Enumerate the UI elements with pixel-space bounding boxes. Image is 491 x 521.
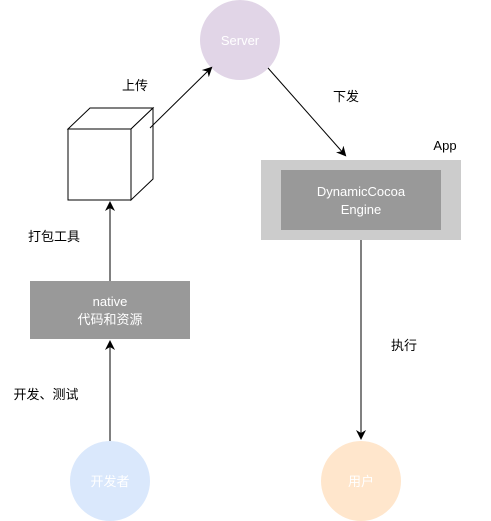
- dev-test-label: 开发、测试: [13, 387, 78, 402]
- native-label-line2: 代码和资源: [77, 312, 142, 327]
- developer-label: 开发者: [90, 474, 129, 489]
- user-label: 用户: [348, 474, 374, 489]
- package-cube-icon: [66, 106, 155, 202]
- dispatch-arrow: [267, 67, 347, 157]
- native-box[interactable]: [30, 281, 190, 339]
- server-label: Server: [221, 33, 260, 48]
- engine-label-line2: Engine: [341, 202, 381, 217]
- upload-arrow: [149, 66, 213, 129]
- execute-label: 执行: [391, 338, 417, 353]
- package-tool-label: 打包工具: [28, 229, 80, 244]
- engine-box[interactable]: [281, 170, 441, 230]
- upload-label: 上传: [122, 78, 148, 93]
- app-label: App: [433, 138, 456, 153]
- native-label-line1: native: [93, 294, 128, 309]
- server-node[interactable]: [200, 0, 280, 80]
- developer-node[interactable]: [70, 441, 150, 521]
- dispatch-label: 下发: [333, 89, 359, 104]
- user-node[interactable]: [321, 441, 401, 521]
- engine-label-line1: DynamicCocoa: [317, 184, 406, 199]
